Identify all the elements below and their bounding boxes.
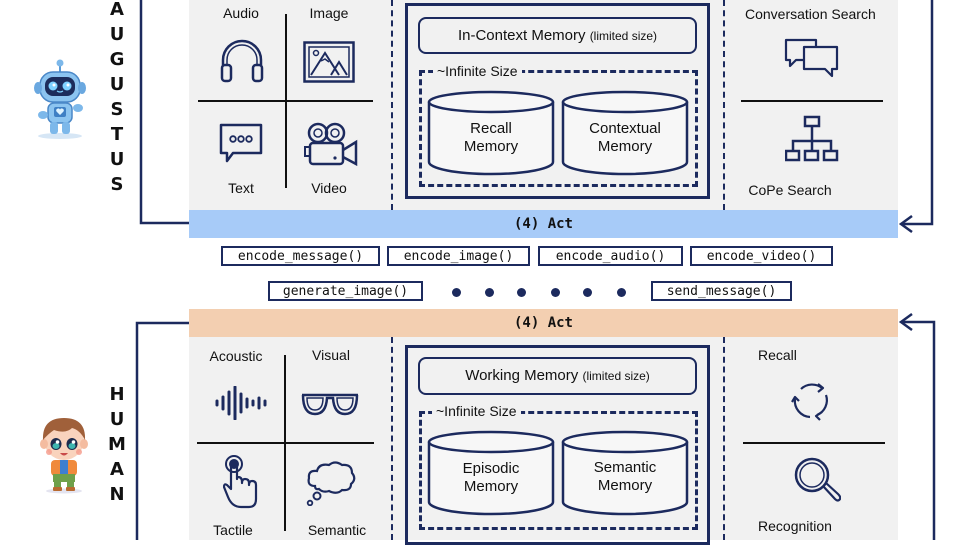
letter: U bbox=[109, 149, 125, 170]
letter: U bbox=[109, 74, 125, 95]
contextual-memory-label: Contextual Memory bbox=[561, 120, 689, 156]
letter: S bbox=[110, 99, 124, 120]
fn-generate-image[interactable]: generate_image() bbox=[268, 281, 423, 301]
modality-label-visual: Visual bbox=[312, 347, 350, 363]
in-context-memory-box: In-Context Memory (limited size) bbox=[418, 17, 697, 54]
human-avatar bbox=[36, 412, 92, 494]
episodic-memory-label: Episodic Memory bbox=[427, 460, 555, 496]
top-modality-divider-horizontal bbox=[198, 100, 373, 102]
modality-label-audio: Audio bbox=[223, 5, 259, 21]
cycle-icon bbox=[791, 383, 828, 421]
ellipsis-dot bbox=[452, 288, 461, 297]
cope-search-label: CoPe Search bbox=[748, 182, 832, 198]
modality-label-tactile: Tactile bbox=[213, 522, 253, 538]
modality-label-semantic: Semantic bbox=[307, 522, 367, 538]
letter: M bbox=[108, 434, 126, 455]
fn-encode-audio[interactable]: encode_audio() bbox=[538, 246, 683, 266]
store-line: Memory bbox=[463, 478, 519, 495]
fn-encode-image[interactable]: encode_image() bbox=[387, 246, 530, 266]
bottom-right-arrowhead bbox=[898, 312, 913, 332]
store-line: Memory bbox=[597, 138, 653, 155]
top-separator-left bbox=[391, 0, 393, 210]
fn-send-message[interactable]: send_message() bbox=[651, 281, 792, 301]
recall-memory-label: Recall Memory bbox=[427, 120, 555, 156]
top-act-bar: (4) Act bbox=[189, 210, 898, 238]
headphones-icon bbox=[220, 39, 264, 83]
child-icon bbox=[40, 418, 88, 494]
working-memory-note: (limited size) bbox=[582, 369, 650, 383]
augustus-vertical-label: A U G U S T U S bbox=[107, 0, 127, 197]
letter: H bbox=[109, 384, 125, 405]
conversation-icon bbox=[784, 38, 839, 78]
bottom-retrieval-divider bbox=[743, 442, 885, 444]
top-left-loop-line bbox=[139, 0, 189, 225]
ellipsis-dot bbox=[617, 288, 626, 297]
human-vertical-label: H U M A N bbox=[107, 382, 127, 507]
store-line: Recall bbox=[470, 120, 512, 137]
bottom-separator-left bbox=[391, 337, 393, 540]
video-camera-icon bbox=[304, 122, 358, 166]
fn-encode-message[interactable]: encode_message() bbox=[221, 246, 380, 266]
letter: N bbox=[109, 484, 125, 505]
chat-bubble-icon bbox=[219, 123, 263, 163]
in-context-memory-note: (limited size) bbox=[589, 29, 658, 43]
episodic-memory-cylinder-icon bbox=[427, 430, 555, 516]
top-right-arrowhead bbox=[898, 214, 913, 234]
bottom-infinite-size-label: ~Infinite Size bbox=[432, 403, 521, 419]
letter: U bbox=[109, 409, 125, 430]
bottom-modality-divider-horizontal bbox=[197, 442, 374, 444]
soundwave-icon bbox=[215, 386, 267, 420]
top-retrieval-divider bbox=[741, 100, 883, 102]
store-line: Memory bbox=[463, 138, 519, 155]
modality-label-acoustic: Acoustic bbox=[209, 348, 263, 364]
letter: A bbox=[110, 0, 124, 20]
in-context-memory-title: In-Context Memory bbox=[457, 27, 586, 44]
recognition-label: Recognition bbox=[758, 518, 832, 534]
working-memory-title: Working Memory bbox=[465, 367, 579, 384]
store-line: Semantic bbox=[593, 459, 657, 476]
thought-cloud-icon bbox=[306, 461, 356, 506]
augustus-avatar bbox=[30, 58, 90, 140]
magnifier-icon bbox=[794, 457, 841, 502]
letter: A bbox=[110, 459, 124, 480]
top-infinite-storage-box bbox=[419, 70, 698, 187]
glasses-icon bbox=[301, 393, 359, 416]
store-line: Memory bbox=[597, 477, 653, 494]
bottom-left-loop-line bbox=[135, 321, 189, 540]
store-line: Contextual bbox=[589, 120, 661, 137]
top-memory-frame bbox=[405, 3, 710, 199]
top-separator-right bbox=[723, 0, 725, 210]
modality-label-image: Image bbox=[309, 5, 349, 21]
letter: S bbox=[110, 174, 124, 195]
ellipsis-dot bbox=[517, 288, 526, 297]
robot-icon bbox=[34, 59, 86, 139]
recall-label: Recall bbox=[758, 347, 797, 363]
recall-memory-cylinder-icon bbox=[427, 90, 555, 176]
letter: T bbox=[110, 124, 124, 145]
modality-label-text: Text bbox=[228, 180, 254, 196]
conversation-search-label: Conversation Search bbox=[745, 6, 876, 22]
working-memory-box: Working Memory (limited size) bbox=[418, 357, 697, 395]
letter: U bbox=[109, 24, 125, 45]
bottom-infinite-storage-box bbox=[419, 411, 698, 530]
hierarchy-icon bbox=[785, 115, 839, 162]
semantic-memory-label: Semantic Memory bbox=[561, 459, 689, 495]
modality-label-video: Video bbox=[311, 180, 347, 196]
top-infinite-size-label: ~Infinite Size bbox=[433, 63, 522, 79]
ellipsis-dot bbox=[551, 288, 560, 297]
image-icon bbox=[303, 41, 355, 83]
ellipsis-dot bbox=[485, 288, 494, 297]
ellipsis-dot bbox=[583, 288, 592, 297]
semantic-memory-cylinder-icon bbox=[561, 430, 689, 516]
letter: G bbox=[109, 49, 125, 70]
contextual-memory-cylinder-icon bbox=[561, 90, 689, 176]
bottom-separator-right bbox=[723, 337, 725, 540]
store-line: Episodic bbox=[462, 460, 520, 477]
top-right-loop-line bbox=[902, 0, 934, 226]
touch-hand-icon bbox=[223, 455, 258, 509]
fn-encode-video[interactable]: encode_video() bbox=[690, 246, 833, 266]
bottom-act-bar: (4) Act bbox=[189, 309, 898, 337]
bottom-right-loop-line bbox=[902, 320, 936, 540]
